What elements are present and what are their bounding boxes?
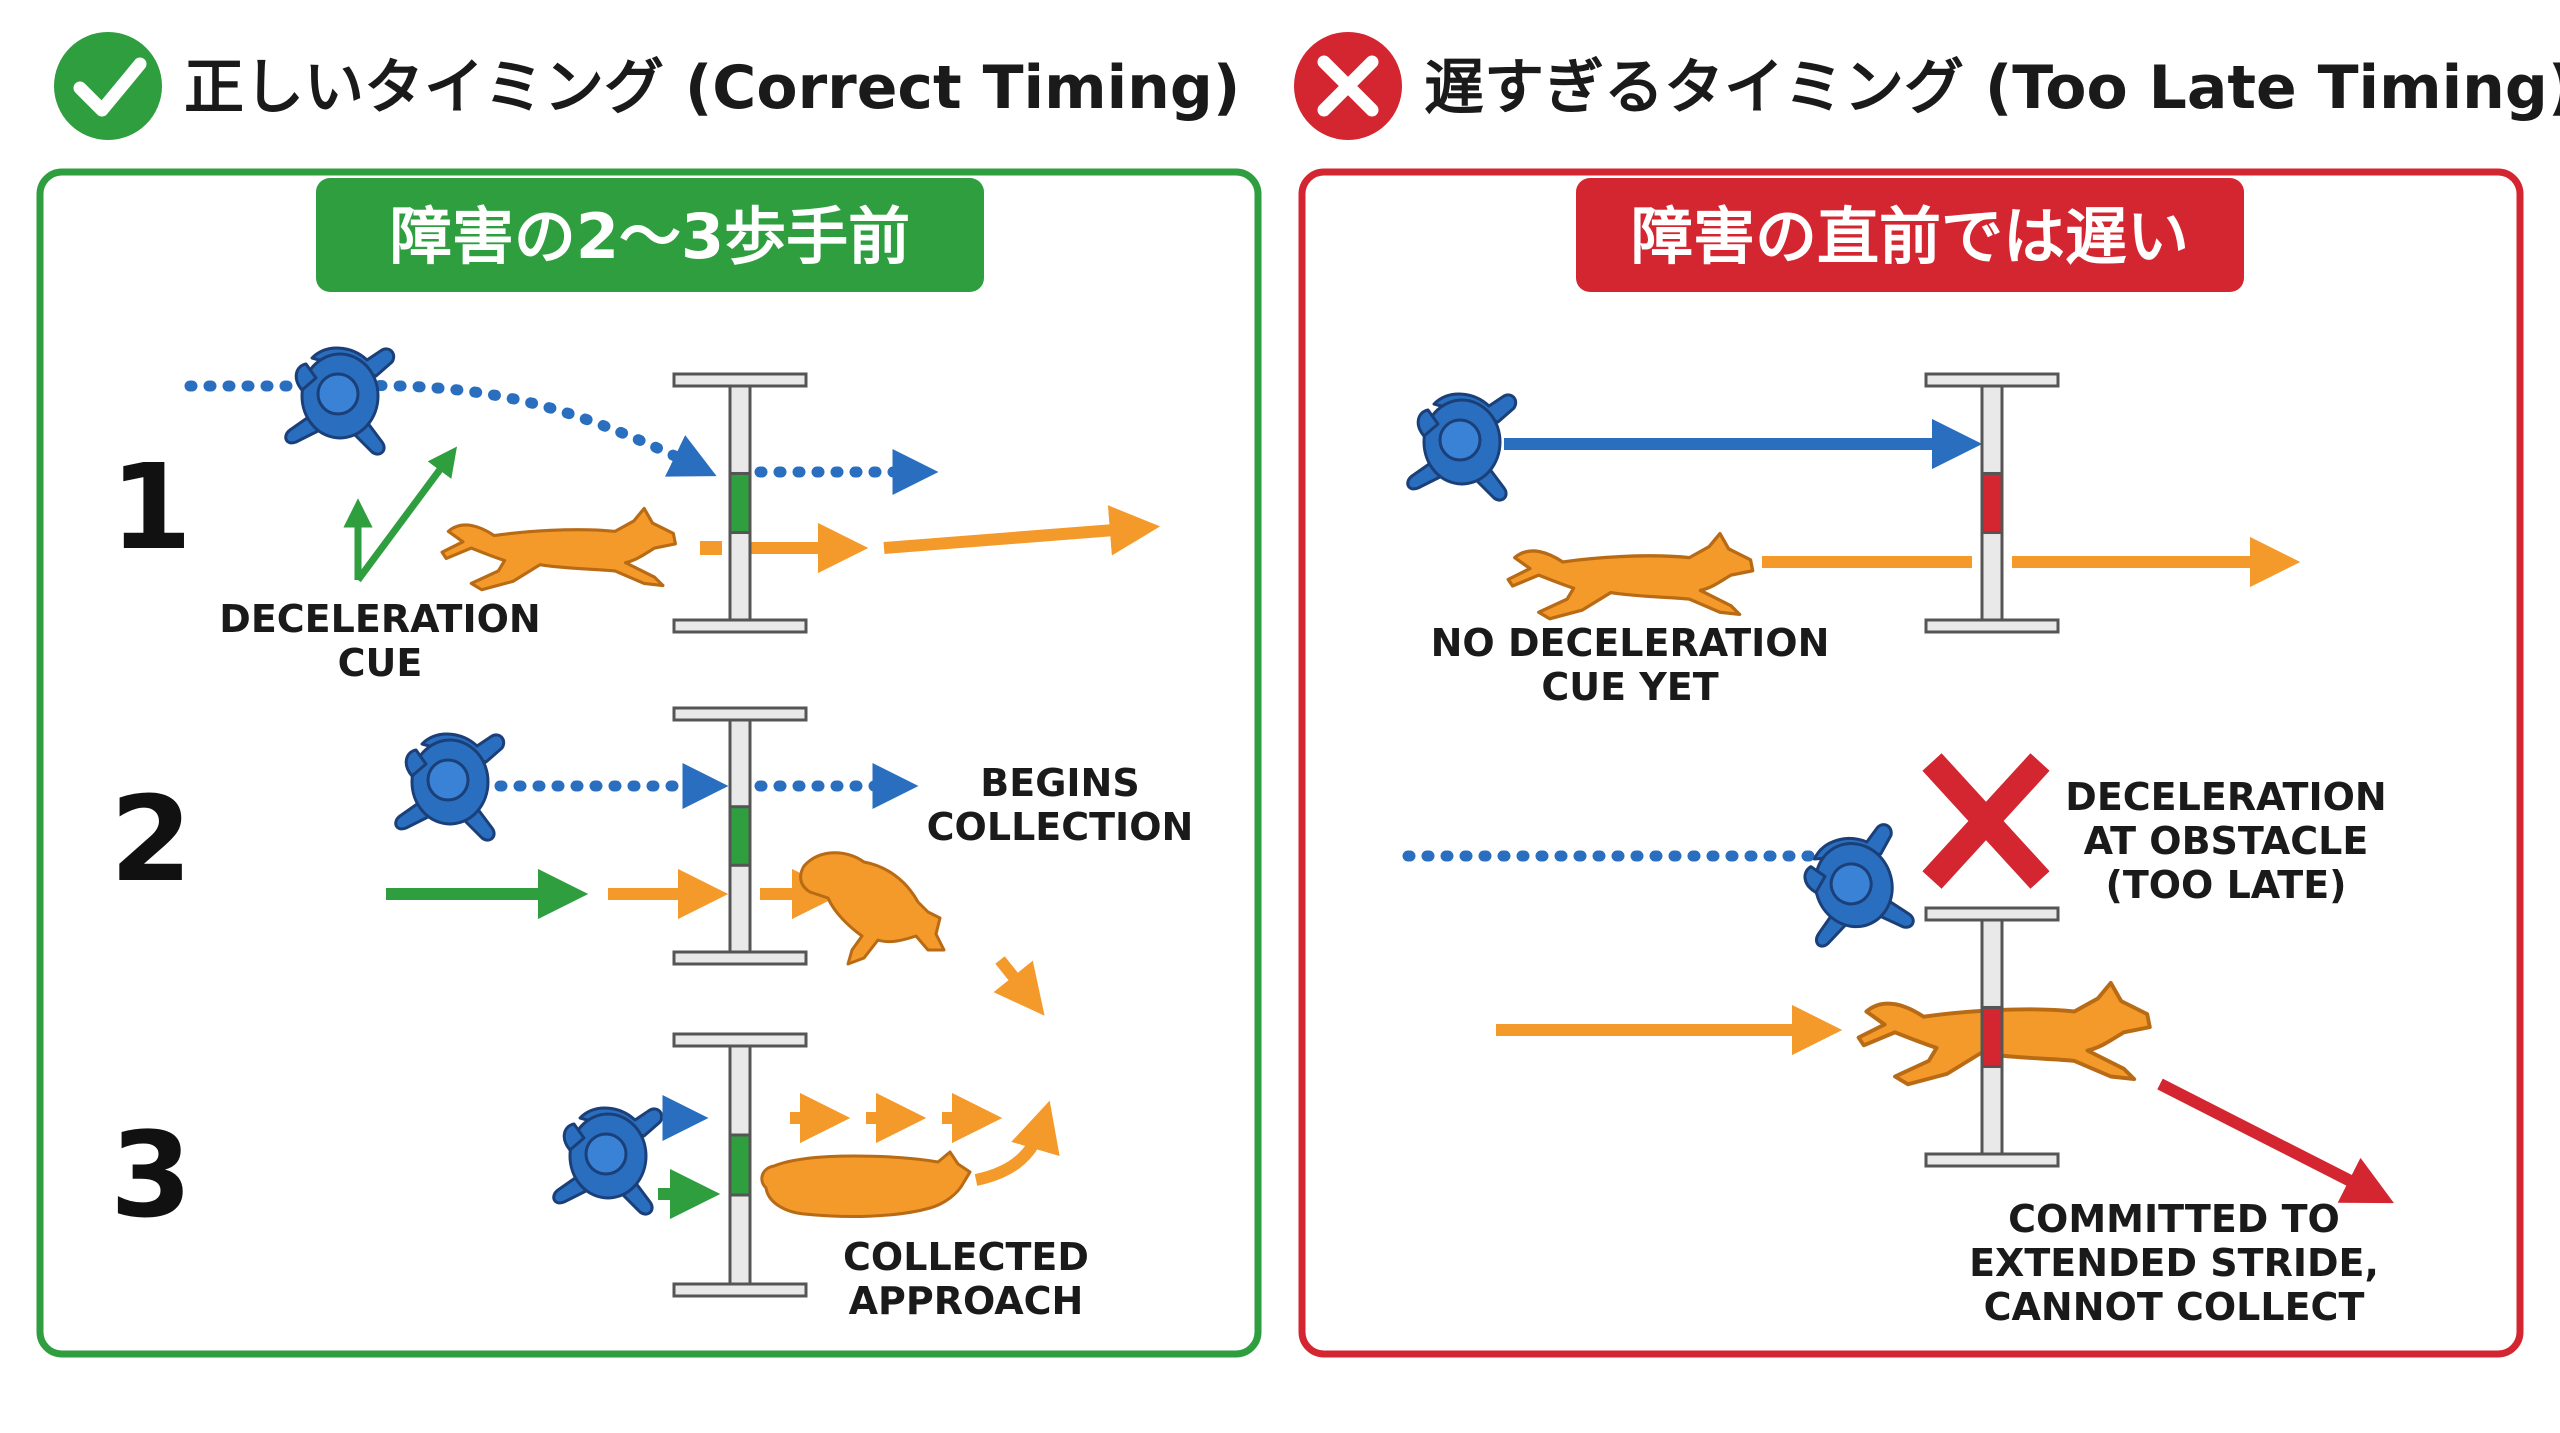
x-mark-icon xyxy=(1317,55,1379,117)
step-2-orange-down-arrow xyxy=(993,956,1045,1016)
late-bottom-label-line-1: COMMITTED TO xyxy=(2008,1197,2340,1241)
late-top-label-line-2: CUE YET xyxy=(1541,665,1718,709)
left-header: 正しいタイミング (Correct Timing) xyxy=(54,32,1240,140)
dog-figure-icon xyxy=(1856,980,2152,1087)
right-banner-bg xyxy=(1576,178,2244,292)
jump-colored-segment xyxy=(1980,1005,2004,1069)
step-2-label-line-2: COLLECTION xyxy=(927,805,1194,849)
jump-top-bar xyxy=(672,706,808,722)
step-3-label-line-1: COLLECTED xyxy=(843,1235,1089,1279)
jump-top-bar xyxy=(1924,906,2060,922)
step-1-handler-path xyxy=(184,379,717,477)
late-top-label-line-1: NO DECELERATION xyxy=(1431,621,1830,665)
left-header-title: 正しいタイミング (Correct Timing) xyxy=(184,53,1240,123)
handler-figure-icon xyxy=(1784,820,1926,960)
handler-figure-icon xyxy=(284,346,396,456)
right-banner: 障害の直前では遅い xyxy=(1576,178,2244,292)
jump-bottom-bar xyxy=(672,950,808,966)
jump-bottom-bar xyxy=(672,618,808,634)
right-header-title: 遅すぎるタイミング (Too Late Timing) xyxy=(1424,53,2560,123)
step-1-number: 1 xyxy=(110,438,192,576)
jump-bottom-bar xyxy=(1924,618,2060,634)
dog-figure-icon xyxy=(799,851,946,966)
step-2-number: 2 xyxy=(110,770,192,908)
late-mid-label-line-1: DECELERATION xyxy=(2065,775,2386,819)
right-header: 遅すぎるタイミング (Too Late Timing) xyxy=(1294,32,2560,140)
handler-figure-icon xyxy=(552,1106,664,1216)
dog-figure-icon xyxy=(760,1150,972,1218)
dog-figure-icon xyxy=(440,506,677,592)
step-2: 2 BEGINS COLLECTION xyxy=(110,732,1194,1016)
jump-top-bar xyxy=(1924,372,2060,388)
jump-obstacle-icon xyxy=(672,1032,808,1298)
dog-figure-icon xyxy=(1506,531,1755,621)
jump-obstacle-icon xyxy=(1924,906,2060,1168)
step-3-label-line-2: APPROACH xyxy=(849,1279,1084,1323)
step-2-label-line-1: BEGINS xyxy=(980,761,1139,805)
deceleration-cue-arrow-diag xyxy=(355,446,458,583)
late-bottom-red-arrow xyxy=(2157,1078,2394,1204)
late-bottom-label-line-2: EXTENDED STRIDE, xyxy=(1969,1241,2379,1285)
step-3-number: 3 xyxy=(110,1106,192,1244)
jump-bottom-bar xyxy=(672,1282,808,1298)
jump-colored-segment xyxy=(728,471,752,535)
step-1-label-line-2: CUE xyxy=(338,641,423,685)
jump-bottom-bar xyxy=(1924,1152,2060,1168)
handler-figure-icon xyxy=(1406,392,1518,502)
check-circle-icon xyxy=(54,32,162,140)
handler-figure-icon xyxy=(394,732,506,842)
jump-obstacle-icon xyxy=(672,706,808,966)
jump-colored-segment xyxy=(728,1133,752,1197)
step-3-orange-curve-arrow xyxy=(974,1100,1060,1186)
late-bottom-scene: DECELERATION AT OBSTACLE (TOO LATE) COMM… xyxy=(1402,753,2394,1329)
step-1-orange-arrow-b xyxy=(883,505,1161,556)
step-1: 1 DECELERATION CUE xyxy=(110,346,1161,685)
late-mid-label-line-3: (TOO LATE) xyxy=(2105,863,2346,907)
late-bottom-label-line-3: CANNOT COLLECT xyxy=(1984,1285,2365,1329)
jumps-layer xyxy=(672,372,2060,1298)
jump-top-bar xyxy=(672,1032,808,1048)
late-top-scene: NO DECELERATION CUE YET xyxy=(1406,392,2301,709)
left-panel xyxy=(36,168,1262,1358)
right-panel xyxy=(1298,168,2524,1358)
jump-obstacle-icon xyxy=(672,372,808,634)
jump-obstacle-icon xyxy=(1924,372,2060,634)
late-mid-label-line-2: AT OBSTACLE xyxy=(2084,819,2369,863)
jump-colored-segment xyxy=(1980,471,2004,535)
step-3: 3 COLLECTED APPROACH xyxy=(110,1092,1089,1323)
jump-top-bar xyxy=(672,372,808,388)
check-mark-icon xyxy=(73,57,147,117)
left-banner-bg xyxy=(316,178,984,292)
jump-colored-segment xyxy=(728,805,752,867)
left-banner: 障害の2〜3歩手前 xyxy=(316,178,984,292)
right-banner-text: 障害の直前では遅い xyxy=(1631,200,2189,273)
step-1-label-line-1: DECELERATION xyxy=(219,597,540,641)
big-red-x-icon xyxy=(1922,753,2050,889)
left-banner-text: 障害の2〜3歩手前 xyxy=(390,200,910,273)
